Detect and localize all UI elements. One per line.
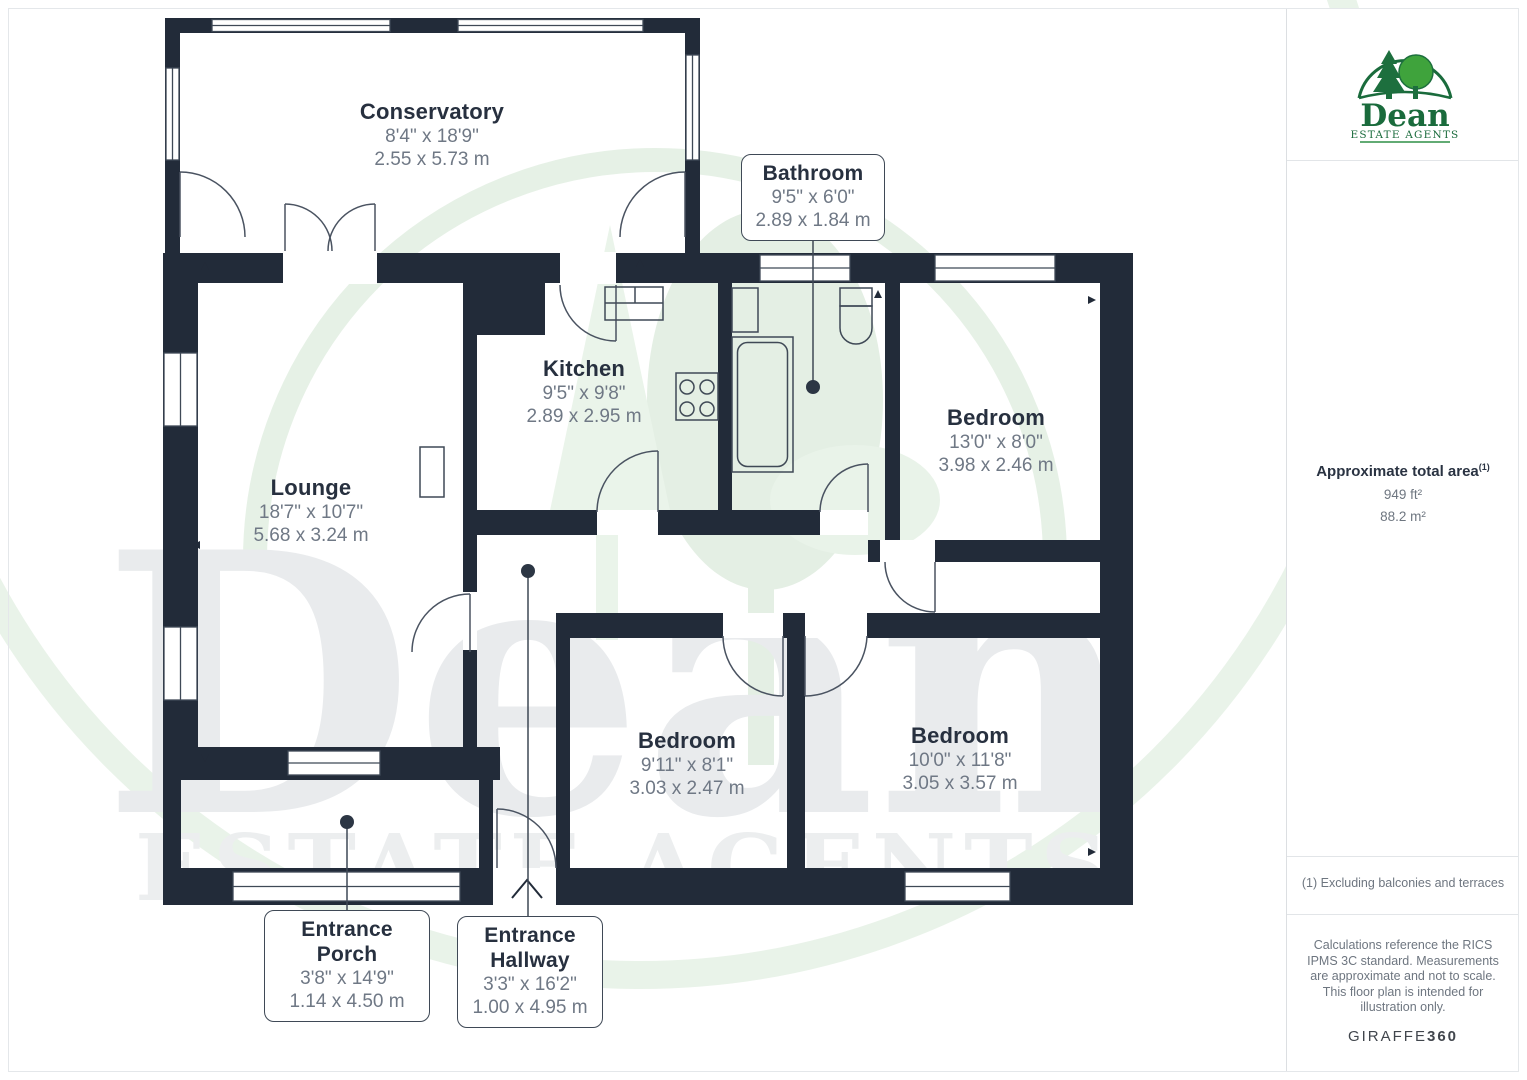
room-dim-imperial: 9'5" x 6'0"	[771, 187, 855, 208]
room-dim-metric: 5.68 x 3.24 m	[253, 525, 369, 546]
bathroom-cabinet	[731, 287, 759, 333]
room-label-conservatory: Conservatory 8'4" x 18'9" 2.55 x 5.73 m	[360, 98, 504, 171]
room-dim-imperial: 18'7" x 10'7"	[258, 502, 364, 523]
bathtub	[731, 336, 794, 473]
room-dim-imperial: 3'3" x 16'2"	[483, 974, 577, 995]
dimension-ticks	[192, 259, 1096, 856]
callout-leaders	[340, 240, 820, 916]
doors	[179, 171, 936, 869]
room-dim-imperial: 8'4" x 18'9"	[385, 126, 479, 147]
room-dim-imperial: 9'5" x 9'8"	[542, 383, 626, 404]
callout-entrance-porch: Entrance Porch 3'8" x 14'9" 1.14 x 4.50 …	[264, 910, 430, 1022]
room-dim-imperial: 10'0" x 11'8"	[908, 750, 1012, 771]
room-name: Entrance Porch	[301, 918, 393, 966]
room-label-bedroom-1: Bedroom 13'0" x 8'0" 3.98 x 2.46 m	[938, 404, 1053, 477]
area-footnote: (1) Excluding balconies and terraces	[1301, 876, 1505, 890]
kitchen-sink	[604, 286, 664, 321]
disclaimer-text: Calculations reference the RICS IPMS 3C …	[1307, 938, 1499, 1014]
giraffe360-brand: GIRAFFE360	[1287, 1028, 1519, 1045]
room-dim-metric: 1.14 x 4.50 m	[289, 991, 405, 1012]
room-label-bedroom-3: Bedroom 10'0" x 11'8" 3.05 x 3.57 m	[902, 722, 1017, 795]
callout-entrance-hallway: Entrance Hallway 3'3" x 16'2" 1.00 x 4.9…	[457, 916, 603, 1028]
kitchen-hob	[675, 372, 719, 421]
room-label-kitchen: Kitchen 9'5" x 9'8" 2.89 x 2.95 m	[526, 355, 641, 428]
logo-oak-tree-icon	[1398, 54, 1434, 99]
giraffe360-brand-normal: GIRAFFE	[1347, 1028, 1427, 1045]
room-name: Bedroom	[638, 728, 736, 753]
logo-wordmark: Dean	[1360, 98, 1449, 134]
sidebar-section-divider	[1287, 160, 1519, 161]
total-area-block: Approximate total area(1) 949 ft² 88.2 m…	[1287, 462, 1519, 524]
room-name: Kitchen	[542, 356, 626, 381]
giraffe360-brand-bold: 360	[1426, 1028, 1459, 1045]
total-area-label: Approximate total area(1)	[1287, 462, 1519, 480]
sidebar-divider	[1286, 9, 1287, 1071]
room-dim-imperial: 13'0" x 8'0"	[949, 432, 1043, 453]
room-name: Conservatory	[359, 99, 505, 124]
room-dim-metric: 3.03 x 2.47 m	[629, 778, 745, 799]
room-dim-metric: 3.98 x 2.46 m	[938, 455, 1054, 476]
logo-tagline: ESTATE AGENTS	[1351, 129, 1460, 141]
room-dim-metric: 2.55 x 5.73 m	[374, 149, 490, 170]
info-sidebar	[1286, 9, 1519, 1071]
room-dim-imperial: 9'11" x 8'1"	[640, 755, 734, 776]
room-dim-imperial: 3'8" x 14'9"	[300, 968, 394, 989]
total-area-label-text: Approximate total area	[1316, 463, 1479, 480]
room-dim-metric: 1.00 x 4.95 m	[472, 997, 588, 1018]
entrance-arrow-icon	[511, 878, 543, 899]
callout-bathroom: Bathroom 9'5" x 6'0" 2.89 x 1.84 m	[741, 154, 885, 241]
sidebar-section-divider	[1287, 856, 1519, 857]
logo-pine-tree-icon	[1373, 50, 1405, 99]
lounge-radiator	[419, 446, 445, 498]
room-name: Bedroom	[947, 405, 1045, 430]
room-dim-metric: 2.89 x 2.95 m	[526, 406, 642, 427]
total-area-imperial: 949 ft²	[1383, 487, 1423, 502]
sidebar-section-divider	[1287, 914, 1519, 915]
dean-estate-agents-logo: Dean ESTATE AGENTS	[1351, 50, 1460, 143]
room-dim-metric: 2.89 x 1.84 m	[755, 210, 871, 231]
room-name: Bedroom	[911, 723, 1009, 748]
room-label-lounge: Lounge 18'7" x 10'7" 5.68 x 3.24 m	[253, 474, 368, 547]
fixtures	[419, 286, 873, 498]
total-area-footnote-marker: (1)	[1478, 462, 1490, 472]
total-area-metric: 88.2 m²	[1380, 509, 1426, 524]
room-name: Lounge	[270, 475, 352, 500]
door-openings	[283, 252, 935, 905]
room-name: Entrance Hallway	[484, 924, 576, 972]
room-name: Bathroom	[762, 162, 864, 185]
toilet	[839, 287, 873, 345]
room-label-bedroom-2: Bedroom 9'11" x 8'1" 3.03 x 2.47 m	[629, 727, 744, 800]
room-dim-metric: 3.05 x 3.57 m	[902, 773, 1018, 794]
